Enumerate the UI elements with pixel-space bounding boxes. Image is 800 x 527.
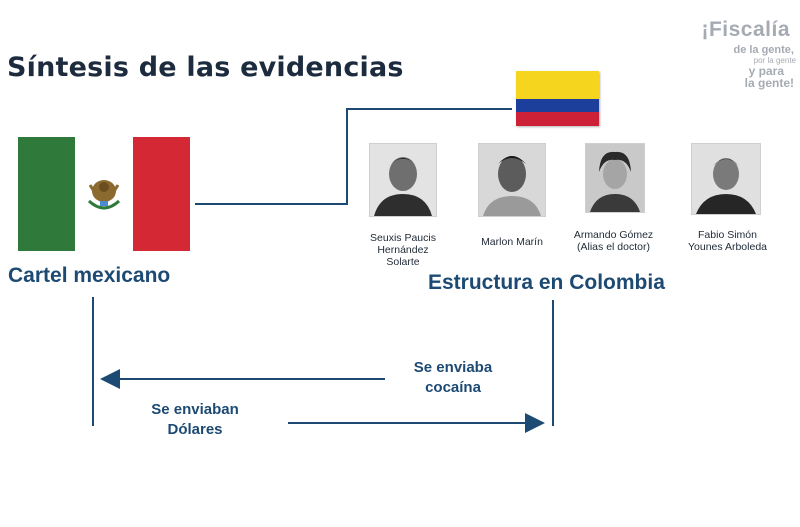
mexico-colombia-connector [195,108,512,205]
person-name-1-line3: Solarte [386,256,420,268]
person-photo-3 [585,143,645,213]
mexico-flag-red [132,137,190,251]
brand-slogan-line3: y para [748,64,784,78]
person-silhouette-icon [692,144,760,214]
colombia-flag-yellow [516,71,599,99]
person-silhouette-icon [479,144,545,216]
person-name-1-line2: Hernández [377,244,429,256]
slide-title: Síntesis de las evidencias [7,52,404,83]
person-name-1: Seuxis Paucis Hernández Solarte [353,232,453,268]
dollars-flow-label: Se enviaban Dólares [135,400,255,440]
brand-main-text: ¡Fiscalía [701,18,790,41]
colombia-flag-blue [516,98,599,113]
mexico-flag [18,137,190,251]
mexico-flag-white [75,137,133,251]
fiscalia-logo: ¡Fiscalía de la gente, por la gente y pa… [656,18,796,98]
person-name-3: Armando Gómez (Alias el doctor) [556,229,671,253]
colombia-flag [516,71,599,126]
dollars-flow-line2: Dólares [167,421,223,438]
person-name-1-line1: Seuxis Paucis [370,232,436,244]
colombia-flag-red [516,112,599,126]
person-photo-2 [478,143,546,217]
brand-slogan-line1: de la gente, [733,44,794,56]
person-name-4-line2: Younes Arboleda [687,241,768,253]
person-photo-1 [369,143,437,217]
mexico-coat-of-arms-icon [87,180,121,210]
person-photo-4 [691,143,761,215]
person-name-2-line1: Marlon Marín [481,236,543,248]
person-name-4: Fabio Simón Younes Arboleda [670,229,785,253]
cocaine-flow-line1: Se enviaba [413,359,493,376]
person-name-4-line1: Fabio Simón [698,229,757,241]
cocaine-flow-line2: cocaína [425,379,481,396]
dollars-flow-line1: Se enviaban [151,401,239,418]
person-silhouette-icon [370,144,436,216]
person-name-3-line2: (Alias el doctor) [577,241,650,253]
brand-slogan-line4: la gente! [744,76,794,90]
cocaine-flow-label: Se enviaba cocaína [398,358,508,398]
person-name-2: Marlon Marín [462,236,562,248]
mexico-flag-green [18,137,76,251]
person-silhouette-icon [586,144,644,212]
brand-slogan-line2: por la gente [753,56,796,65]
person-name-3-line1: Armando Gómez [573,229,654,241]
estructura-colombia-label: Estructura en Colombia [428,271,665,294]
cartel-mexicano-label: Cartel mexicano [8,264,171,287]
